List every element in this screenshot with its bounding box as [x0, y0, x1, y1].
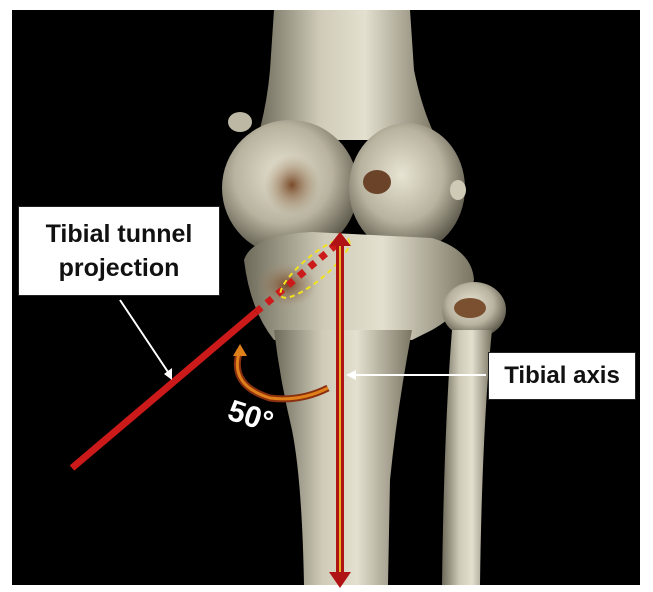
tunnel-dotted-line — [256, 240, 342, 312]
tunnel-projection-line — [72, 312, 256, 468]
tibial-axis-label: Tibial axis — [488, 352, 636, 400]
tunnel-label-line1: Tibial tunnel — [46, 217, 193, 251]
axis-arrowhead-top — [329, 232, 351, 246]
angle-arc-arrowhead — [233, 344, 247, 356]
tunnel-label-pointer — [120, 300, 168, 372]
axis-arrowhead-bottom — [329, 572, 351, 588]
axis-pointer-head — [346, 370, 356, 380]
tunnel-label-line2: projection — [59, 251, 180, 285]
tunnel-pointer-head — [164, 368, 172, 380]
tibial-tunnel-projection-label: Tibial tunnel projection — [18, 206, 220, 296]
angle-arc — [237, 350, 328, 399]
